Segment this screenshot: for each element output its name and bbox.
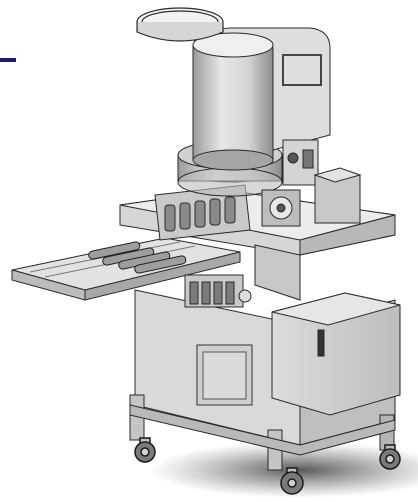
hopper — [192, 27, 331, 171]
accent-bar — [0, 58, 16, 62]
caster-front-left — [134, 437, 156, 463]
selector-knob-icon — [287, 152, 299, 164]
caster-wheels — [134, 437, 401, 495]
formed-products — [88, 241, 187, 274]
floor-shadow — [150, 442, 418, 498]
actuator-assembly — [184, 274, 252, 308]
control-column — [282, 139, 362, 224]
forming-head — [154, 184, 251, 241]
caster-front-right — [280, 467, 304, 495]
hopper-handle — [282, 54, 322, 86]
electrical-cabinet — [271, 292, 401, 416]
caster-rear-right — [379, 444, 401, 470]
hopper-lid-ring — [136, 7, 224, 42]
drive-gauge — [261, 189, 301, 227]
